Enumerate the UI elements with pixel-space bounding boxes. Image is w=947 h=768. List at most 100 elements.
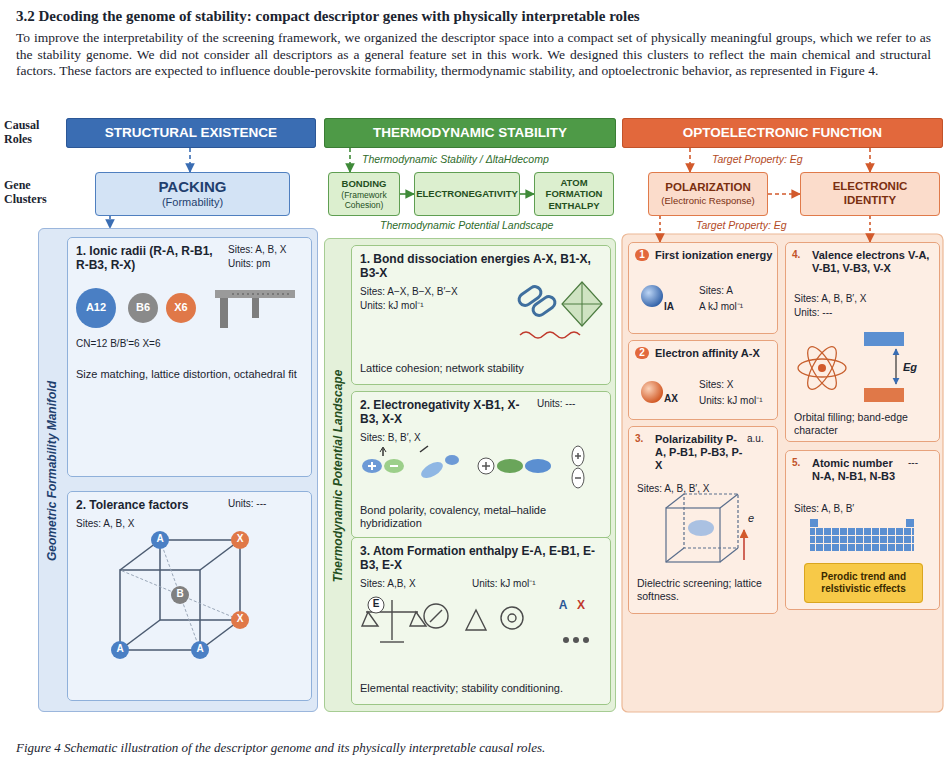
node-fill [534,172,614,216]
node-fill [622,118,943,148]
annotation: e [748,512,760,525]
annotation: B6 [130,301,156,314]
node-text: OPTOELECTRONIC FUNCTION [683,125,882,141]
node-fill [38,228,318,712]
node-text: Units: --- [794,307,934,319]
node-text: First ionization energy [655,249,773,262]
node-fill [628,242,778,334]
node-fill [324,118,616,148]
gene-cluster-box: PACKING(Formability) [95,172,290,216]
gene-cluster-box: ELECTRONIC IDENTITY [800,172,940,216]
node-text: THERMODYNAMIC STABILITY [373,125,567,141]
node-text: POLARIZATION [665,181,750,195]
descriptor-card: 1. Bond dissociation energies A-X, B1-X,… [351,245,611,385]
descriptor-card: 4. Valence electrons V-A, V-B1, V-B3, V-X… [785,242,940,442]
annotation: A [556,598,570,612]
node-fill [351,245,611,385]
node-text: CN=12 B/B'=6 X=6 [76,338,276,350]
flow-arrow [520,193,534,195]
annotation: A [193,643,207,655]
annotation: Thermodynamic Potential Landscape [380,219,590,232]
node-text: 1. Bond dissociation energies A-X, B1-X,… [360,252,604,281]
node-text: BONDING [342,178,387,189]
annotation: A [153,533,167,545]
node-text: Valence electrons V-A, V-B1, V-B3, V-X [812,249,936,275]
role-header: STRUCTURAL EXISTENCE [66,118,316,148]
node-text: Size matching, lattice distortion, octah… [76,368,305,381]
node-text: Lattice cohesion; network stability [360,362,604,375]
node-text: Sites: A, B, X [228,244,310,256]
node-text: Sites: B, B′, X [360,432,510,444]
paragraph: To improve the interpretability of the s… [16,30,931,80]
node-fill [628,340,778,420]
flow-arrow [189,148,191,172]
node-fill [66,118,316,148]
node-text: PACKING [158,178,226,196]
node-text: Units: kJ mol⁻¹ [472,578,602,590]
node-text: ATOM FORMATION ENTHALPY [539,177,609,211]
node-text: Units: pm [228,258,310,270]
section-heading: 3.2 Decoding the genome of stability: co… [16,7,931,25]
node-text: Sites: A, B, B′, X [637,483,773,495]
flow-arrow [869,216,871,242]
node-fill [800,172,940,216]
descriptor-card: 3. Atom Formation enthalpy E-A, E-B1, E-… [351,537,611,705]
node-fill [328,172,400,216]
node-text: Geometric Formability Manifold [45,229,61,713]
node-text: (Framework Cohesion) [333,190,395,210]
node-fill [95,172,290,216]
node-text: Sites: A−X, B−X, B′−X [360,286,510,298]
node-fill [628,426,778,614]
node-text: 2. Electronegativity X-B1, X-B3, X-X [360,398,535,427]
annotation: E [369,598,383,610]
node-text: 1. Ionic radii (R-A, R-B1, R-B3, R-X) [76,244,226,273]
annotation: X6 [168,301,194,314]
node-text: Sites: A,B, X [360,578,470,590]
node-text: Polarizability P-A, P-B1, P-B3, P-X [655,433,745,473]
annotation: Target Property: Eg [712,153,852,166]
descriptor-card: 3.Polarizability P-A, P-B1, P-B3, P-Xa.u… [628,426,778,614]
gene-cluster-box: ELECTRONEGATIVITY [414,172,520,216]
node-text: Orbital filling; band-edge character [794,411,934,436]
flow-arrow [400,193,414,195]
node-text: 4. [792,249,808,261]
flow-arrow [109,216,111,228]
annotation: Target Property: Eg [696,219,826,232]
node-text: A kJ mol⁻¹ [699,301,774,313]
annotation: A [113,643,127,655]
annotation: X [574,598,588,612]
node-text: ELECTRONEGATIVITY [416,188,518,199]
node-text: Units: --- [228,498,308,510]
node-fill [324,238,616,712]
node-fill [414,172,520,216]
node-text: Perodic trend and relstivistic effects [805,571,922,595]
node-text: 5. [792,457,808,469]
node-text: Units: --- [537,398,607,410]
figure-caption: Figure 4 Schematic illustration of the d… [16,740,931,756]
node-text: 3. Atom Formation enthalpy E-A, E-B1, E-… [360,544,604,573]
flow-arrow [659,216,661,242]
node-text: Sites: A, B, B′ [794,503,934,515]
annotation: AX [664,393,686,405]
gene-cluster-box: POLARIZATION(Electronic Response) [648,172,768,216]
node-fill [351,391,611,538]
node-text: Units: kJ mol⁻¹ [699,395,774,407]
annotation: X [233,613,247,625]
node-fill [785,450,940,610]
node-fill [67,237,312,477]
annotation: A12 [78,301,114,314]
role-header: THERMODYNAMIC STABILITY [324,118,616,148]
node-text: Units: kJ mol⁻¹ [360,300,510,312]
flow-arrow [689,148,691,172]
node-text: ELECTRONIC IDENTITY [805,180,935,208]
node-text: Atomic number N-A, N-B1, N-B3 [812,457,904,483]
node-text: Sites: A [699,285,774,297]
node-text: STRUCTURAL EXISTENCE [105,125,277,141]
node-text: Sites: A, B, B′, X [794,293,934,305]
flow-arrow [869,148,871,172]
node-fill [67,491,312,701]
node-text: (Formability) [162,196,223,209]
annotation: IA [664,301,686,313]
annotation: B [173,588,187,600]
